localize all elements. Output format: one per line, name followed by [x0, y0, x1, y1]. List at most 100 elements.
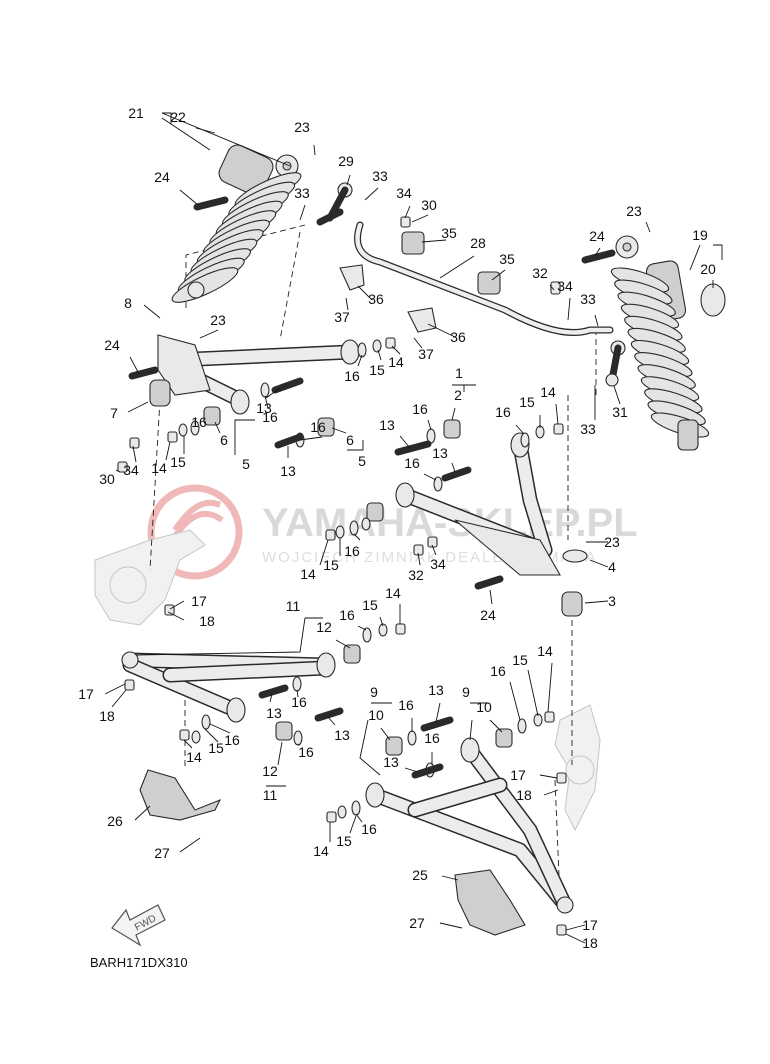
callout-label-c16k: 16 — [224, 732, 240, 748]
leader-line-c19 — [713, 244, 723, 260]
callout-label-c15c: 15 — [519, 394, 535, 410]
stabilizer-bar — [326, 182, 626, 387]
callout-label-c16a: 16 — [344, 368, 360, 384]
callout-label-c14a: 14 — [388, 354, 404, 370]
leader-line-c27a — [179, 837, 201, 853]
callout-label-c16f: 16 — [495, 404, 511, 420]
callout-label-c13b: 13 — [280, 463, 296, 479]
callout-label-c30a: 30 — [99, 471, 115, 487]
callout-label-c15b: 15 — [170, 454, 186, 470]
leader-line-c15e — [379, 616, 384, 627]
stabilizer-bracket-right — [407, 307, 437, 333]
leader-line-c35b — [491, 269, 506, 281]
callout-label-c16d: 16 — [310, 419, 326, 435]
leader-line-c27b — [439, 922, 463, 929]
leader-line-c23c — [645, 221, 651, 233]
callout-label-c15g: 15 — [512, 652, 528, 668]
leader-line-c18c — [543, 789, 559, 796]
leader-line-c15h — [349, 815, 357, 834]
leader-line-c21 — [161, 117, 211, 151]
leader-line-c5a — [234, 419, 255, 455]
callout-label-c33b: 33 — [294, 185, 310, 201]
leader-line-c17d — [565, 924, 586, 931]
callout-label-c34a: 34 — [396, 185, 412, 201]
callout-label-c36a: 36 — [368, 291, 384, 307]
callout-label-c23c: 23 — [626, 203, 642, 219]
guide-lines — [149, 224, 597, 901]
stabilizer-bracket-left — [339, 264, 365, 291]
leader-line-c15g — [527, 669, 539, 717]
leader-line-c14f — [183, 739, 193, 749]
callout-label-c24c: 24 — [589, 228, 605, 244]
leader-line-c16e — [427, 419, 432, 431]
callout-label-c36b: 36 — [450, 329, 466, 345]
leader-line-c17b — [104, 683, 126, 695]
leader-line-c23a — [313, 144, 316, 156]
right-knuckle-ghost — [554, 704, 601, 832]
leader-line-c3 — [584, 600, 609, 604]
callout-label-c10a: 10 — [368, 707, 384, 723]
right-shock-absorber — [610, 235, 726, 451]
callout-label-c37a: 37 — [334, 309, 350, 325]
callout-label-c24b: 24 — [104, 337, 120, 353]
callout-label-c21: 21 — [128, 105, 144, 121]
leader-line-c13a — [265, 387, 281, 399]
callout-label-c30b: 30 — [421, 197, 437, 213]
leader-line-c19 — [689, 244, 701, 271]
callout-label-c13g: 13 — [428, 682, 444, 698]
leader-line-c16h — [353, 533, 361, 541]
leader-line-c6b — [331, 427, 347, 434]
leader-line-c4 — [589, 559, 609, 568]
watermark-logo-icon — [147, 484, 243, 580]
leader-line-c25 — [441, 875, 459, 881]
callout-label-c34d: 34 — [430, 556, 446, 572]
callout-label-c12a: 12 — [316, 619, 332, 635]
leader-line-c7 — [127, 401, 149, 413]
callout-label-c33a: 33 — [372, 168, 388, 184]
callout-label-c13f: 13 — [334, 727, 350, 743]
callout-label-c37b: 37 — [418, 346, 434, 362]
hardware — [117, 196, 616, 936]
leader-line-c14b — [165, 441, 171, 461]
callout-label-c18a: 18 — [199, 613, 215, 629]
leader-line-c21 — [161, 112, 291, 167]
ball-joint-left-upper — [149, 379, 171, 407]
callout-label-c31: 31 — [612, 404, 628, 420]
callout-label-c19: 19 — [692, 227, 708, 243]
callout-label-c14f: 14 — [186, 749, 202, 765]
callout-label-c14d: 14 — [300, 566, 316, 582]
callout-label-c1: 1 — [455, 365, 463, 381]
leader-line-c32a — [549, 284, 555, 291]
leader-line-c33c — [594, 314, 599, 327]
callout-label-c12b: 12 — [262, 763, 278, 779]
leader-line-c13c — [399, 435, 411, 449]
leader-line-c28 — [439, 255, 475, 279]
callout-label-c32a: 32 — [532, 265, 548, 281]
right-shock-cover — [700, 283, 726, 317]
leader-line-c13h — [404, 767, 419, 773]
leader-line-c34a — [404, 205, 411, 219]
callout-label-c22: 22 — [170, 109, 186, 125]
leader-line-c34c — [567, 297, 571, 321]
leader-line-c18d — [565, 933, 586, 944]
stabilizer-bushing-left — [401, 231, 425, 255]
leader-line-c16i — [357, 625, 367, 631]
leader-line-c33b — [299, 204, 306, 221]
callout-label-c23b: 23 — [210, 312, 226, 328]
leader-line-c16f — [515, 424, 525, 435]
leader-line-c6a — [214, 421, 221, 434]
callout-label-c4: 4 — [608, 559, 616, 575]
callout-label-c20: 20 — [700, 261, 716, 277]
leader-line-c14d — [319, 539, 329, 566]
diagram-code: BARH171DX310 — [90, 955, 188, 970]
callout-label-c6a: 6 — [220, 432, 228, 448]
leader-line-c10b — [489, 719, 503, 733]
leader-line-c16p — [355, 813, 363, 823]
leader-line-c29 — [346, 174, 351, 186]
leader-line-c9a — [359, 719, 381, 776]
leader-line-c12b — [277, 741, 283, 766]
bolts — [128, 196, 616, 779]
bushings — [203, 406, 513, 756]
leader-line-c33a — [364, 187, 379, 201]
